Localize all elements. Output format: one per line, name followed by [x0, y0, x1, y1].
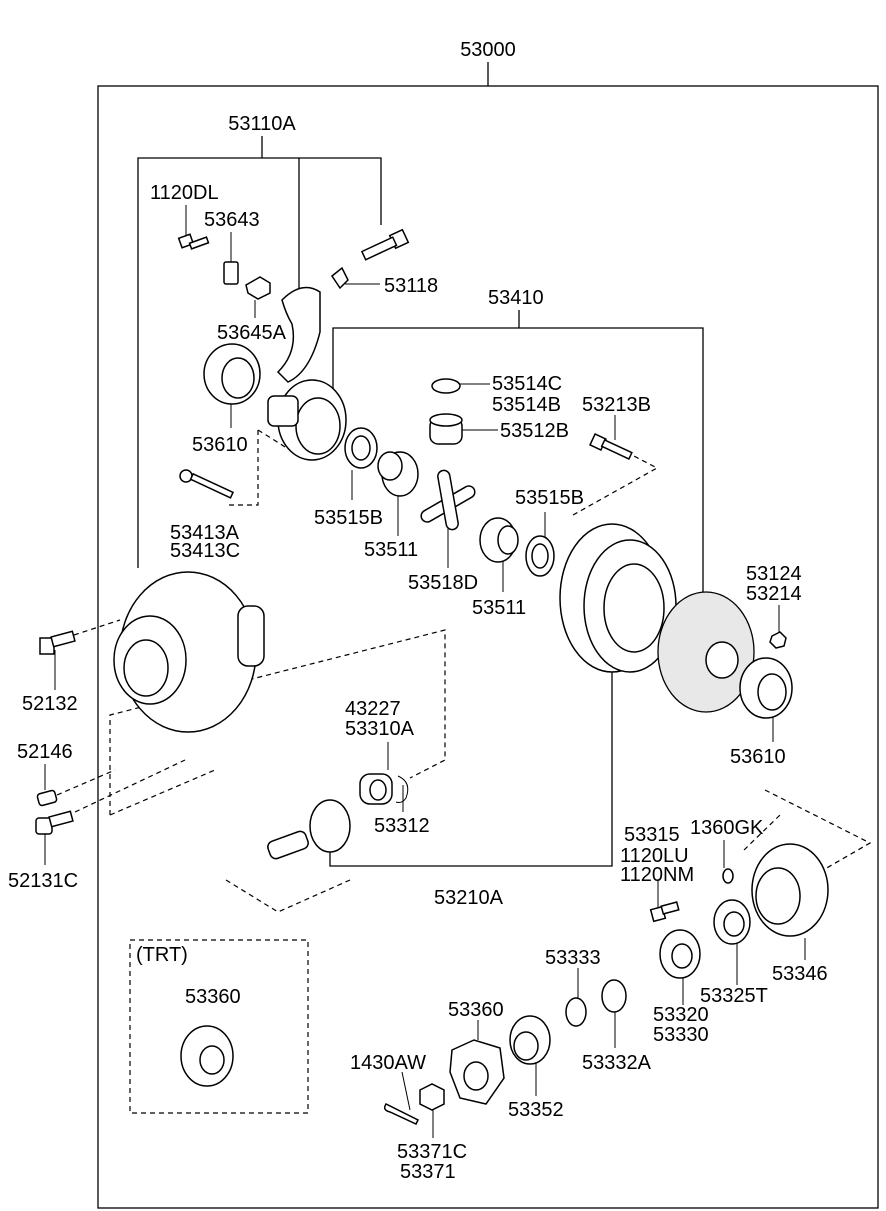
label-53512b: 53512B [500, 420, 569, 442]
carrier-housing-icon [113, 571, 265, 733]
bolt-53315-icon [649, 901, 680, 923]
flange-53360-trt-icon [180, 1025, 234, 1087]
label-53643: 53643 [204, 209, 260, 231]
label-53000: 53000 [460, 39, 516, 61]
label-53413c: 53413C [170, 540, 240, 562]
bearing-53325t-icon [713, 899, 751, 945]
label-53515b-right: 53515B [515, 487, 584, 509]
plate-53643-icon [223, 261, 239, 285]
bolt-52146-icon [36, 789, 58, 807]
label-53210a: 53210A [434, 887, 504, 909]
label-52146: 52146 [17, 741, 73, 763]
label-1120dl: 1120DL [150, 182, 219, 204]
label-53124: 53124 [746, 563, 802, 585]
side-gear-53511-right-icon [479, 517, 519, 563]
nut-53371-icon [419, 1083, 445, 1111]
bearing-53610-lower-icon [739, 657, 793, 719]
label-53610-lower: 53610 [730, 746, 786, 768]
label-53333: 53333 [545, 947, 601, 969]
flange-53360-icon [449, 1039, 505, 1105]
label-53118: 53118 [384, 275, 438, 297]
oil-seal-53352-icon [509, 1015, 551, 1065]
label-53312: 53312 [374, 815, 430, 837]
bearing-43227-icon [359, 773, 393, 805]
spacer-53332a-icon [601, 979, 627, 1013]
label-53320: 53320 [653, 1004, 709, 1026]
nut-53124-icon [769, 631, 787, 649]
differential-case-icon [267, 379, 347, 461]
label-53515b-left: 53515B [314, 507, 383, 529]
washer-53515b-left-icon [344, 427, 378, 469]
lock-53118-icon [330, 266, 349, 290]
label-53371c: 53371C [397, 1141, 467, 1163]
washer-1360gk-icon [722, 868, 734, 884]
bolt-52131c-icon [35, 810, 74, 835]
snap-ring-53312-icon [395, 775, 409, 803]
bolt-52132-icon [39, 630, 76, 655]
diff-case-right-icon [657, 591, 755, 713]
label-1120lu: 1120LU [620, 845, 689, 867]
label-53360: 53360 [448, 999, 504, 1021]
cross-shaft-53518d-icon [420, 469, 476, 531]
clip-53645a-icon [245, 276, 271, 300]
label-53352: 53352 [508, 1099, 564, 1121]
bolt-53213b-icon [589, 433, 633, 460]
label-53110a: 53110A [228, 113, 296, 135]
label-53325t: 53325T [700, 985, 768, 1007]
ring-gear-icon [559, 523, 677, 673]
label-1430aw: 1430AW [350, 1052, 426, 1074]
side-gear-53511-left-icon [377, 451, 419, 497]
label-53346: 53346 [772, 963, 828, 985]
label-53410: 53410 [488, 287, 544, 309]
label-52131c: 52131C [8, 870, 78, 892]
retainer-53346-icon [751, 843, 829, 937]
label-53413a: 53413A [170, 522, 240, 544]
label-53514c: 53514C [492, 373, 562, 395]
label-53360-trt: 53360 [185, 986, 241, 1008]
label-53310a: 53310A [345, 718, 415, 740]
bolt-1120dl-icon [177, 233, 210, 250]
label-53511-right: 53511 [472, 597, 526, 619]
pinion-gear-53512b-icon [429, 413, 463, 445]
bolt-53110a-icon [360, 228, 410, 261]
cotter-pin-1430aw-icon [383, 1103, 420, 1125]
bearing-cap-icon [276, 286, 321, 383]
label-53213b: 53213B [582, 394, 651, 416]
shim-53333-icon [565, 997, 587, 1027]
label-53511-left: 53511 [364, 539, 418, 561]
label-53330: 53330 [653, 1024, 709, 1046]
label-53371: 53371 [400, 1161, 456, 1183]
label-53645a: 53645A [217, 322, 287, 344]
label-1120nm: 1120NM [620, 864, 694, 886]
bearing-53610-upper-icon [203, 343, 261, 405]
label-trt: (TRT) [136, 944, 188, 966]
label-53214: 53214 [746, 583, 802, 605]
label-43227: 43227 [345, 698, 401, 720]
label-53514b: 53514B [492, 394, 561, 416]
label-53518d: 53518D [408, 572, 478, 594]
washer-53515b-right-icon [525, 535, 555, 577]
label-52132: 52132 [22, 693, 78, 715]
bearing-53320-icon [659, 929, 701, 979]
label-53610-upper: 53610 [192, 434, 248, 456]
label-53315: 53315 [624, 824, 680, 846]
label-53332a: 53332A [582, 1052, 652, 1074]
drive-pinion-icon [267, 799, 351, 860]
washer-53514-icon [431, 378, 461, 394]
label-1360gk: 1360GK [690, 817, 764, 839]
bolt-53413a-icon [179, 469, 235, 499]
